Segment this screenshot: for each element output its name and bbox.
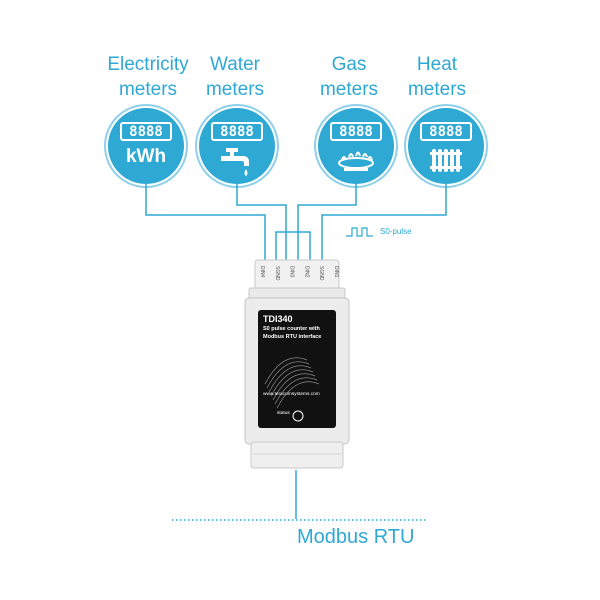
title-line1: Gas xyxy=(331,54,367,75)
pin-sgnd: SGND xyxy=(273,266,280,281)
electricity-meter-icon: 8888 kWh xyxy=(108,108,184,184)
device-desc-line2: Modbus RTU interface xyxy=(263,334,322,340)
wire-heat xyxy=(321,184,447,262)
device-url: www.teracomsystems.com xyxy=(263,392,320,397)
pin-din3: DIN3 xyxy=(288,266,295,278)
wire-electricity xyxy=(145,184,266,262)
status-label: status xyxy=(277,411,290,416)
title-line1: Heat xyxy=(416,54,458,75)
tdi340-device: DIN4 SGND DIN3 DIN2 SGND DIN1 TDI340 S0 … xyxy=(243,258,351,472)
title-line2: meters xyxy=(205,79,265,100)
heat-meters-title: Heat meters xyxy=(395,52,479,102)
title-line2: meters xyxy=(118,79,178,100)
pin-din1: DIN1 xyxy=(332,266,339,278)
device-body xyxy=(244,259,350,469)
s0-pulse-icon xyxy=(346,227,373,237)
title-line2: meters xyxy=(319,79,379,100)
device-model: TDI340 xyxy=(263,314,293,324)
pin-din2: DIN2 xyxy=(303,266,310,278)
title-line1: Electricity xyxy=(107,54,189,75)
modbus-rtu-label: Modbus RTU xyxy=(297,526,415,548)
lcd-display: 8888 xyxy=(330,122,382,141)
gas-meter-icon: 8888 xyxy=(318,108,394,184)
wire-water xyxy=(236,184,287,262)
kwh-symbol: kWh xyxy=(125,146,167,167)
title-line2: meters xyxy=(407,79,467,100)
pin-din4: DIN4 xyxy=(259,266,265,278)
wire-gas xyxy=(297,184,357,262)
device-desc-line1: S0 pulse counter with xyxy=(263,326,320,332)
heat-meter-icon: 8888 xyxy=(408,108,484,184)
radiator-icon xyxy=(408,146,484,185)
s0-pulse-label: S0-pulse xyxy=(380,227,412,236)
electricity-meters-title: Electricity meters xyxy=(98,52,198,102)
gas-meters-title: Gas meters xyxy=(307,52,391,102)
water-meters-title: Water meters xyxy=(193,52,277,102)
faucet-icon xyxy=(199,146,275,185)
lcd-display: 8888 xyxy=(120,122,172,141)
pin-labels: DIN4 SGND DIN3 DIN2 SGND DIN1 xyxy=(259,266,339,286)
title-line1: Water xyxy=(210,54,260,75)
pin-sgnd: SGND xyxy=(318,266,325,281)
lcd-display: 8888 xyxy=(420,122,472,141)
water-meter-icon: 8888 xyxy=(199,108,275,184)
wire-sgnd xyxy=(275,231,311,262)
lcd-display: 8888 xyxy=(211,122,263,141)
gas-flame-icon xyxy=(318,146,394,185)
